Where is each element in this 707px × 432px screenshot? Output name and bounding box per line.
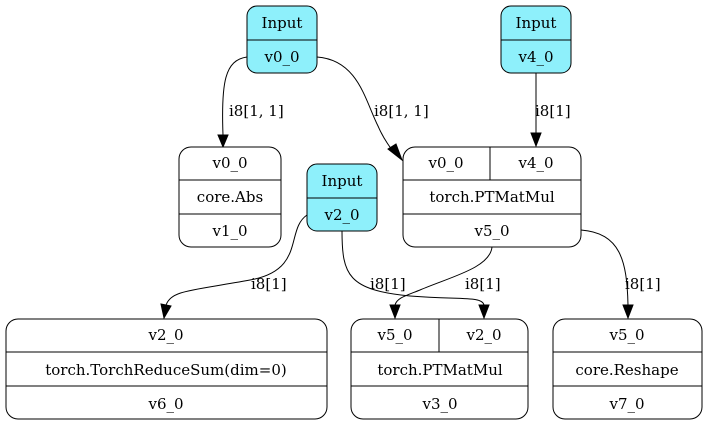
- edge-matmul-v5-to-matmul-v3: [389, 246, 493, 320]
- edge-label-input-v0-abs: i8[1, 1]: [229, 102, 284, 120]
- op-node-matmul-v5-input-0: v0_0: [427, 154, 463, 172]
- op-node-abs-op: core.Abs: [197, 188, 263, 206]
- op-node-matmul-v3-op: torch.PTMatMul: [377, 361, 503, 379]
- op-node-matmul-v3: v5_0 v2_0 torch.PTMatMul v3_0: [350, 318, 529, 420]
- input-node-v0-header: Input: [262, 14, 303, 32]
- op-node-matmul-v3-input-1: v2_0: [465, 326, 501, 344]
- edge-label-input-v0-matmul-v5: i8[1, 1]: [374, 102, 429, 120]
- edge-input-v0-to-abs: [217, 56, 248, 149]
- op-node-reducesum-output: v6_0: [147, 395, 183, 413]
- input-node-v0-value: v0_0: [263, 48, 299, 66]
- edge-label-input-v2-matmul-v3: i8[1]: [370, 275, 406, 293]
- edge-input-v0-to-matmul-v5: [316, 56, 404, 162]
- edge-label-matmul-v5-matmul-v3: i8[1]: [465, 275, 501, 293]
- edge-input-v2-to-reducesum: [160, 214, 308, 320]
- edge-input-v2-to-matmul-v3: [341, 230, 490, 320]
- edge-label-input-v2-reducesum: i8[1]: [251, 275, 287, 293]
- op-node-reducesum: v2_0 torch.TorchReduceSum(dim=0) v6_0: [5, 318, 328, 420]
- op-node-matmul-v3-input-0: v5_0: [376, 326, 412, 344]
- edge-label-matmul-v5-reshape: i8[1]: [625, 275, 661, 293]
- op-node-abs-input-0: v0_0: [211, 154, 247, 172]
- op-node-abs-output: v1_0: [211, 222, 247, 240]
- edge-input-v4-to-matmul-v5: [530, 73, 542, 148]
- op-node-reshape: v5_0 core.Reshape v7_0: [552, 318, 703, 420]
- op-node-reducesum-input-0: v2_0: [147, 326, 183, 344]
- edge-matmul-v5-to-reshape: [580, 229, 634, 320]
- edge-label-input-v4-matmul-v5: i8[1]: [535, 102, 571, 120]
- input-node-v2-header: Input: [322, 172, 363, 190]
- input-node-v2-value: v2_0: [323, 206, 359, 224]
- op-node-matmul-v3-output: v3_0: [421, 395, 457, 413]
- input-node-v4: Input v4_0: [500, 5, 572, 74]
- op-node-reducesum-op: torch.TorchReduceSum(dim=0): [45, 361, 286, 379]
- op-node-reshape-op: core.Reshape: [575, 361, 678, 379]
- op-node-matmul-v5-output: v5_0: [473, 222, 509, 240]
- op-node-reshape-input-0: v5_0: [608, 326, 644, 344]
- op-node-abs: v0_0 core.Abs v1_0: [178, 146, 282, 248]
- op-node-matmul-v5-op: torch.PTMatMul: [429, 188, 555, 206]
- op-node-matmul-v5-input-1: v4_0: [517, 154, 553, 172]
- input-node-v4-value: v4_0: [517, 48, 553, 66]
- input-node-v2: Input v2_0: [306, 163, 378, 232]
- input-node-v0: Input v0_0: [246, 5, 318, 74]
- op-node-reshape-output: v7_0: [608, 395, 644, 413]
- input-node-v4-header: Input: [516, 14, 557, 32]
- op-node-matmul-v5: v0_0 v4_0 torch.PTMatMul v5_0: [402, 146, 582, 248]
